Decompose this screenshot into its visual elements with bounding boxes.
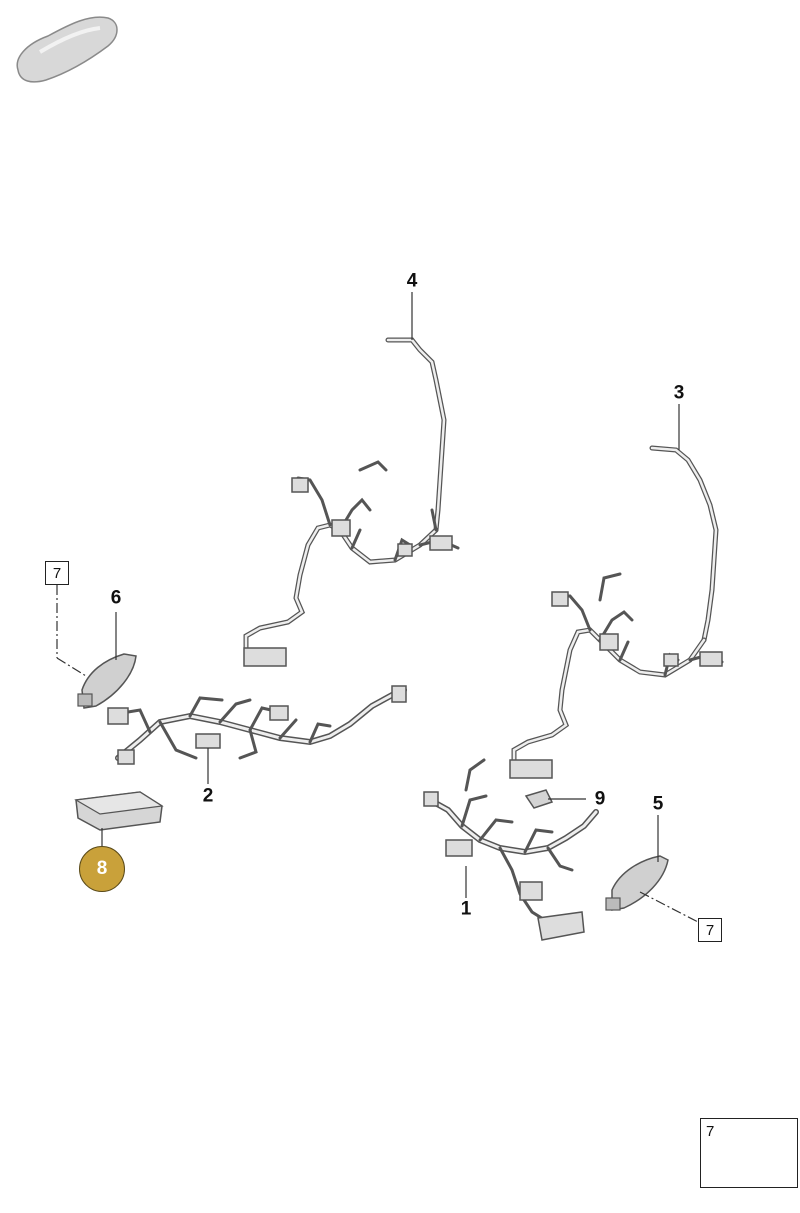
callout-9[interactable]: 9 (594, 788, 606, 810)
control-module-5[interactable] (605, 855, 669, 911)
car-thumbnail-icon (16, 16, 118, 83)
wiring-harness-3[interactable] (509, 445, 724, 779)
control-unit-8[interactable] (74, 791, 164, 831)
inset-label: 7 (706, 1123, 715, 1140)
callout-5[interactable]: 5 (652, 793, 664, 815)
connector-9[interactable] (524, 789, 554, 809)
leader-lines (56, 292, 699, 923)
control-module-6[interactable] (77, 653, 137, 709)
callout-3[interactable]: 3 (673, 382, 685, 404)
callout-7-box-right[interactable]: 7 (698, 918, 722, 942)
wiring-harness-2[interactable] (107, 685, 407, 765)
callout-8-highlighted[interactable]: 8 (79, 846, 125, 892)
screw-detail-inset[interactable]: 7 (700, 1118, 798, 1188)
callout-6[interactable]: 6 (110, 587, 122, 609)
callout-2[interactable]: 2 (202, 785, 214, 807)
wiring-harness-1[interactable] (423, 758, 599, 941)
callout-7-box-left[interactable]: 7 (45, 561, 69, 585)
wiring-harness-4[interactable] (243, 337, 460, 667)
callout-4[interactable]: 4 (406, 270, 418, 292)
callout-1[interactable]: 1 (460, 898, 472, 920)
